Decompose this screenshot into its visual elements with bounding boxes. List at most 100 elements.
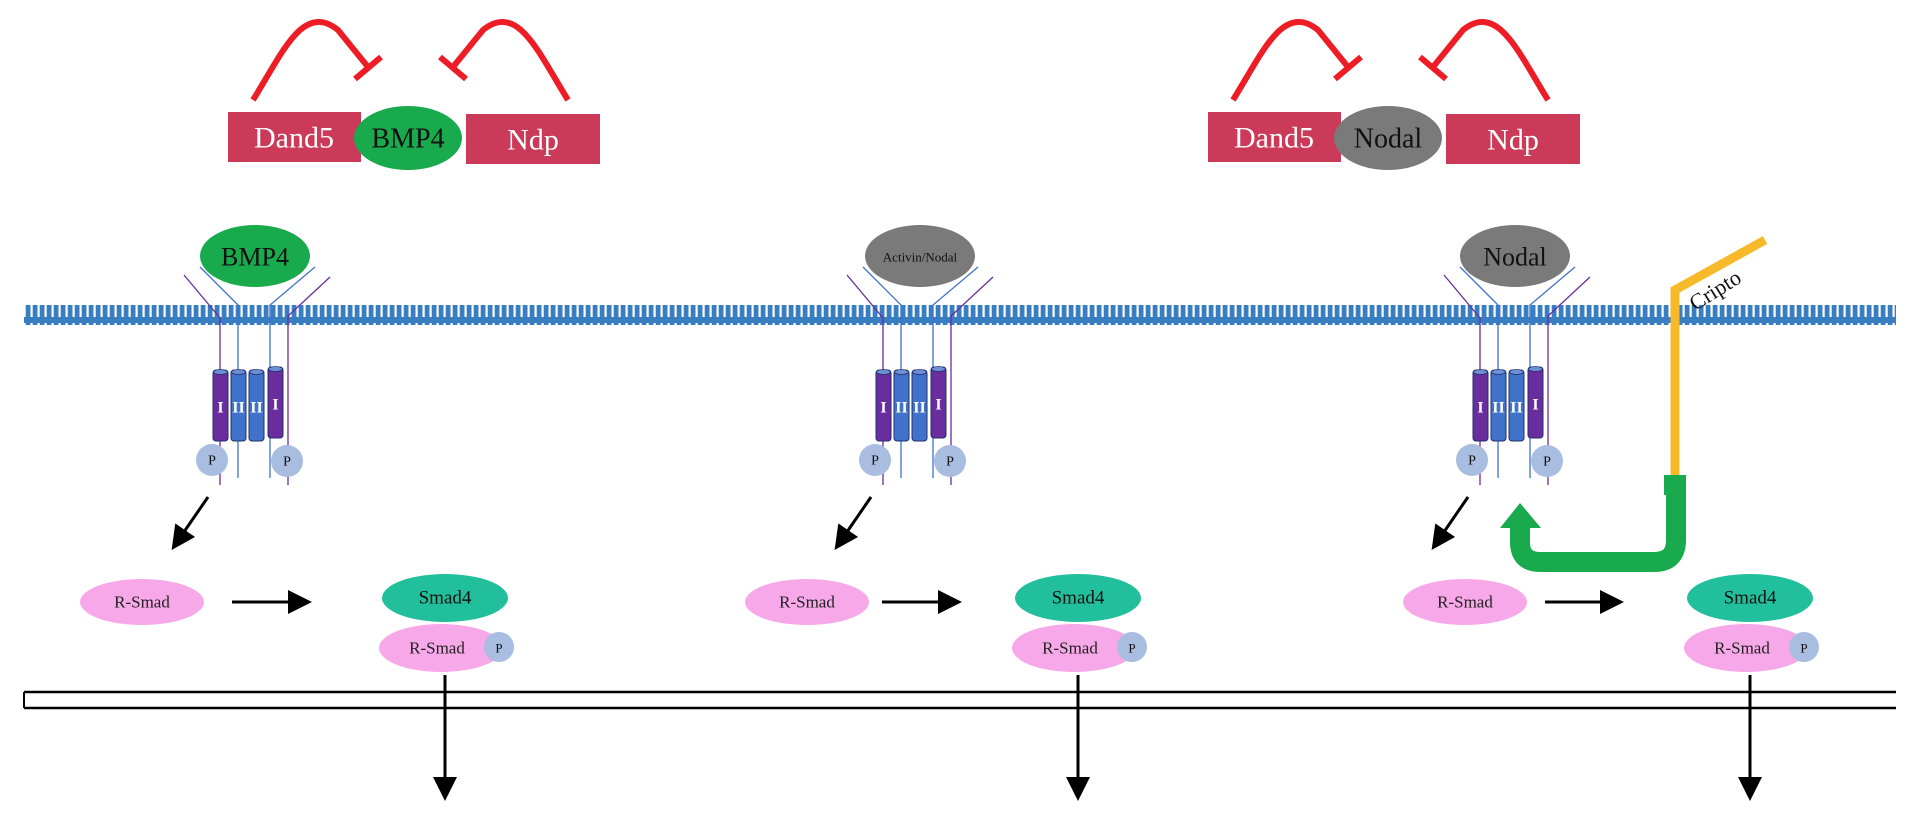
dand5-box <box>228 112 361 162</box>
receptor-cylinder-top <box>912 369 927 375</box>
type1-receptor-left: I <box>212 369 229 442</box>
receptor-label: I <box>1532 397 1538 414</box>
inhibition-arc-left <box>1230 19 1351 102</box>
inhibitor-module: Dand5 BMP4 Ndp <box>228 19 600 170</box>
r-smad-ellipse <box>1403 579 1527 625</box>
inhibition-bar-right <box>438 54 468 82</box>
receptor-label: II <box>895 400 907 417</box>
type1-receptor-left: I <box>1472 369 1489 442</box>
r-smad-label: R-Smad <box>1437 593 1493 612</box>
center-ligand-label: Nodal <box>1354 124 1423 155</box>
receptor-cylinder-top <box>231 369 246 375</box>
cripto-line <box>1670 236 1768 475</box>
receptor-cylinder-top <box>876 369 891 375</box>
inhibition-arc-left <box>250 19 371 102</box>
type1-receptor-left: I <box>875 369 892 442</box>
receptor-cylinder-top <box>268 366 283 372</box>
phosphate-circle <box>934 445 966 477</box>
nuclear-membrane <box>23 690 1896 710</box>
phosphate-label: P <box>208 454 216 469</box>
dand5-label: Dand5 <box>254 122 334 155</box>
receptor-line <box>950 276 994 485</box>
inhibition-bar-left <box>353 54 383 82</box>
dand5-label: Dand5 <box>1234 122 1314 155</box>
type2-receptor-right: II <box>1508 369 1525 442</box>
receptor-cylinder-top <box>213 369 228 375</box>
phosphate-label: P <box>946 455 954 470</box>
feedback-arrow-head <box>1500 503 1541 528</box>
receptor-cylinder-top <box>894 369 909 375</box>
ndp-box <box>466 114 600 164</box>
ligand-ellipse <box>865 225 975 287</box>
inhibition-bar-right <box>1418 54 1448 82</box>
receptor-cylinder-top <box>249 369 264 375</box>
phosphate-circle <box>859 444 891 476</box>
receptor-label: I <box>1477 400 1483 417</box>
complex-phosphate-label: P <box>1128 641 1135 656</box>
smad4-label: Smad4 <box>419 588 472 609</box>
type2-receptor-right: II <box>911 369 928 442</box>
ndp-label: Ndp <box>507 124 559 157</box>
r-smad-ellipse <box>80 579 204 625</box>
receptor-line <box>287 276 331 485</box>
receptor-label: II <box>232 400 244 417</box>
smad4-ellipse <box>1015 574 1141 622</box>
complex-phosphate-circle <box>1789 632 1819 662</box>
r-smad-label: R-Smad <box>114 593 170 612</box>
receptor-label: I <box>880 400 886 417</box>
center-ligand-label: BMP4 <box>371 124 444 155</box>
activation-arrow <box>1431 496 1470 550</box>
complex-phosphate-label: P <box>495 641 502 656</box>
complex-phosphate-circle <box>484 632 514 662</box>
phosphate-circle <box>271 445 303 477</box>
complex-r-smad-ellipse <box>379 624 503 672</box>
type1-receptor-right: I <box>930 366 947 439</box>
type2-receptor-right: II <box>248 369 265 442</box>
phosphate-circle <box>1531 445 1563 477</box>
complex-r-smad-ellipse <box>1012 624 1136 672</box>
phosphate-circle <box>1456 444 1488 476</box>
receptor-cylinder-top <box>1491 369 1506 375</box>
smad4-label: Smad4 <box>1052 588 1105 609</box>
type1-receptor-right: I <box>1527 366 1544 439</box>
r-smad-label: R-Smad <box>779 593 835 612</box>
center-ligand-ellipse <box>1334 106 1442 170</box>
receptor-label: II <box>1510 400 1522 417</box>
complex-r-smad-label: R-Smad <box>409 639 465 658</box>
phosphate-circle <box>196 444 228 476</box>
receptor-label: I <box>935 397 941 414</box>
ligand-ellipse <box>200 225 310 287</box>
type1-receptor-right: I <box>267 366 284 439</box>
dand5-box <box>1208 112 1341 162</box>
receptor-label: II <box>250 400 262 417</box>
ndp-box <box>1446 114 1580 164</box>
activation-arrow <box>834 496 873 550</box>
ligand-label: Nodal <box>1483 243 1547 272</box>
activation-arrow <box>171 496 210 550</box>
receptor-cylinder-top <box>1473 369 1488 375</box>
plasma-membrane <box>24 305 1896 325</box>
receptor-cylinder-top <box>931 366 946 372</box>
phosphate-label: P <box>1543 455 1551 470</box>
receptor-label: I <box>272 397 278 414</box>
type2-receptor-left: II <box>230 369 247 442</box>
type2-receptor-left: II <box>1490 369 1507 442</box>
receptor-label: I <box>217 400 223 417</box>
receptor-line <box>1547 276 1591 485</box>
ligand-label: BMP4 <box>221 243 289 272</box>
type2-receptor-left: II <box>893 369 910 442</box>
complex-r-smad-label: R-Smad <box>1714 639 1770 658</box>
ligand-label: Activin/Nodal <box>883 250 958 265</box>
center-ligand-ellipse <box>354 106 462 170</box>
phosphate-label: P <box>283 455 291 470</box>
smad4-ellipse <box>382 574 508 622</box>
ligand-ellipse <box>1460 225 1570 287</box>
feedback-arrow-body <box>1510 475 1686 572</box>
